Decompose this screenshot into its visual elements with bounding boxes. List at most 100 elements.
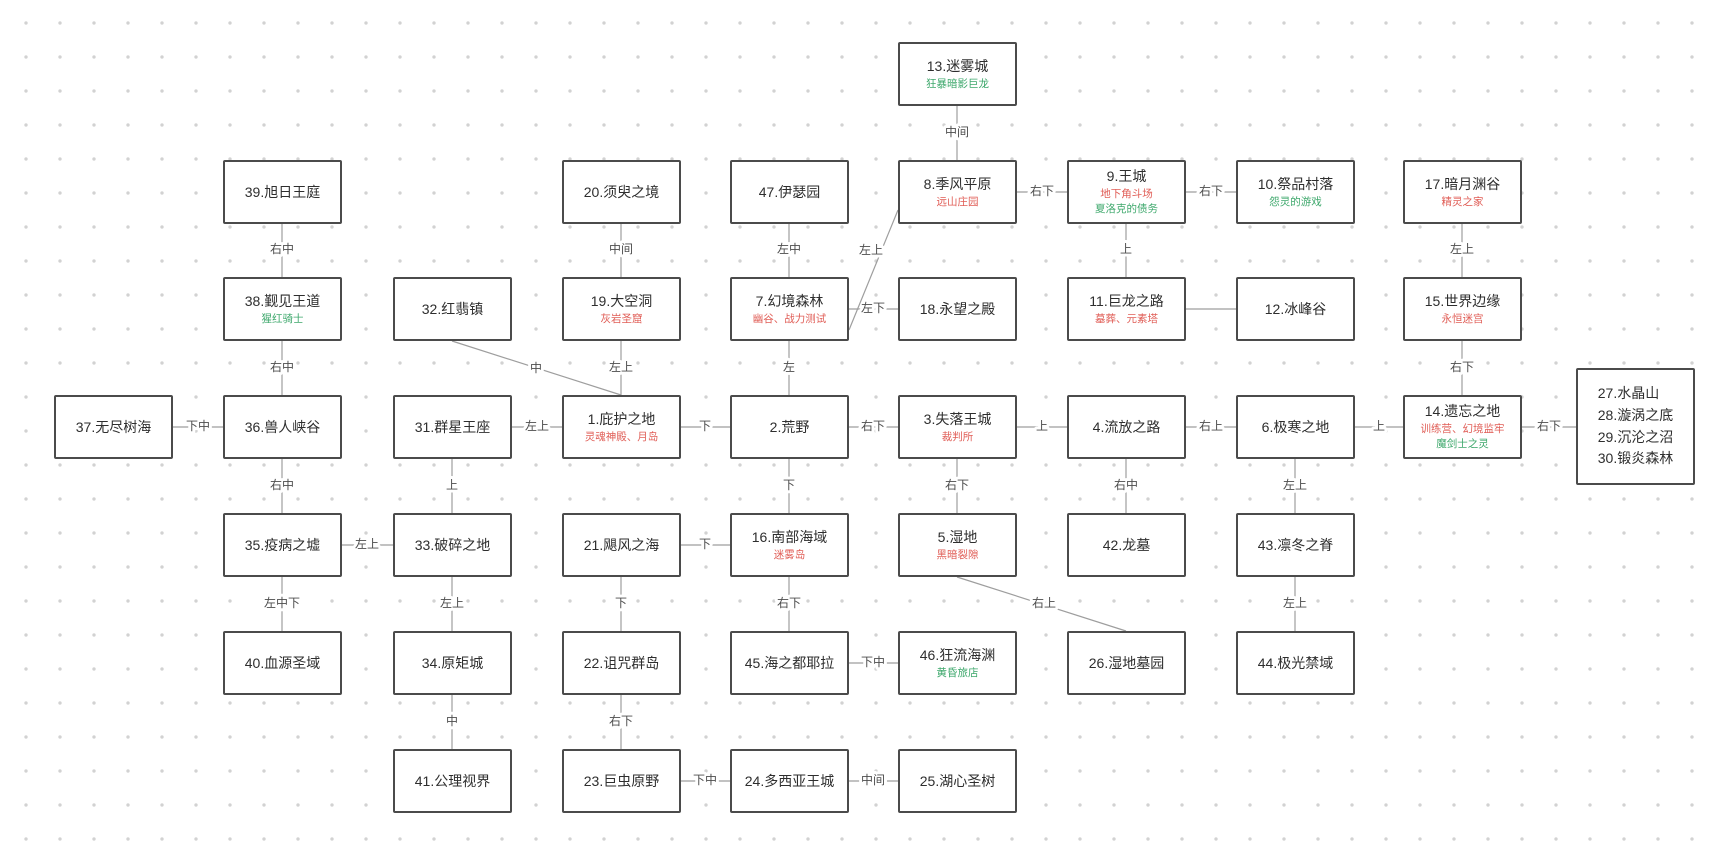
node-title-line: 29.沉沦之沼 [1597,428,1674,445]
node-title: 43.凛冬之脊 [1257,536,1334,553]
map-node-25[interactable]: 25.湖心圣树 [898,749,1017,813]
map-node-34[interactable]: 34.原矩城 [393,631,512,695]
map-node-37[interactable]: 37.无尽树海 [54,395,173,459]
map-node-26[interactable]: 26.湿地墓园 [1067,631,1186,695]
edge-label-17-15: 左上 [1450,241,1474,256]
node-title: 36.兽人峡谷 [244,418,321,435]
node-title: 16.南部海域 [751,528,828,545]
map-node-2[interactable]: 2.荒野 [730,395,849,459]
edge-label-39-38: 右中 [270,241,294,256]
node-subtitle: 黄昏旅店 [936,666,979,679]
map-node-20[interactable]: 20.须臾之境 [562,160,681,224]
node-subtitle: 黑暗裂隙 [936,548,979,561]
node-title: 26.湿地墓园 [1088,654,1165,671]
node-title: 17.暗月渊谷 [1424,175,1501,192]
node-title: 42.龙墓 [1102,536,1151,553]
map-node-21[interactable]: 21.飓风之海 [562,513,681,577]
edge-label-14-27-30: 右下 [1537,418,1561,433]
map-node-13[interactable]: 13.迷雾城狂暴暗影巨龙 [898,42,1017,106]
edge-label-34-41: 中 [446,713,458,728]
edge-label-8-7: 左上 [859,242,883,257]
map-node-3[interactable]: 3.失落王城裁判所 [898,395,1017,459]
node-title: 37.无尽树海 [75,418,152,435]
map-node-11[interactable]: 11.巨龙之路墓葬、元素塔 [1067,277,1186,341]
node-title: 4.流放之路 [1092,418,1161,435]
map-node-43[interactable]: 43.凛冬之脊 [1236,513,1355,577]
edge-label-33-34: 左上 [440,595,464,610]
edge-label-4-42: 右中 [1114,477,1138,492]
node-title: 25.湖心圣树 [919,772,996,789]
node-title: 2.荒野 [769,418,810,435]
edge-label-16-45: 右下 [777,595,801,610]
map-node-17[interactable]: 17.暗月渊谷精灵之家 [1403,160,1522,224]
edge-line-32-1[interactable] [451,340,622,396]
node-title: 38.觐见王道 [244,292,321,309]
map-node-41[interactable]: 41.公理视界 [393,749,512,813]
node-title: 10.祭品村落 [1257,175,1334,192]
node-title: 5.湿地 [937,528,978,545]
node-subtitle: 墓葬、元素塔 [1095,312,1158,325]
edge-label-35-33: 左上 [355,536,379,551]
map-node-35[interactable]: 35.疫病之墟 [223,513,342,577]
map-node-18[interactable]: 18.永望之殿 [898,277,1017,341]
map-node-16[interactable]: 16.南部海域迷雾岛 [730,513,849,577]
map-node-36[interactable]: 36.兽人峡谷 [223,395,342,459]
edge-label-2-16: 下 [783,478,795,492]
map-node-47[interactable]: 47.伊瑟园 [730,160,849,224]
map-node-46[interactable]: 46.狂流海渊黄昏旅店 [898,631,1017,695]
map-node-19[interactable]: 19.大空洞灰岩圣窟 [562,277,681,341]
map-node-5[interactable]: 5.湿地黑暗裂隙 [898,513,1017,577]
map-node-39[interactable]: 39.旭日王庭 [223,160,342,224]
node-title: 45.海之都耶拉 [744,654,835,671]
node-title: 21.飓风之海 [583,536,660,553]
node-subtitle: 幽谷、战力测试 [752,312,827,325]
map-node-9[interactable]: 9.王城地下角斗场夏洛克的债务 [1067,160,1186,224]
map-node-23[interactable]: 23.巨虫原野 [562,749,681,813]
map-node-6[interactable]: 6.极寒之地 [1236,395,1355,459]
node-title: 8.季风平原 [923,175,992,192]
map-node-44[interactable]: 44.极光禁域 [1236,631,1355,695]
map-node-32[interactable]: 32.红翡镇 [393,277,512,341]
map-node-33[interactable]: 33.破碎之地 [393,513,512,577]
map-node-10[interactable]: 10.祭品村落怨灵的游戏 [1236,160,1355,224]
node-title: 19.大空洞 [590,292,653,309]
node-title: 32.红翡镇 [421,300,484,317]
node-title: 35.疫病之墟 [244,536,321,553]
map-node-12[interactable]: 12.冰峰谷 [1236,277,1355,341]
node-title: 31.群星王座 [414,418,491,435]
node-title: 33.破碎之地 [414,536,491,553]
node-subtitle: 魔剑士之灵 [1436,438,1489,451]
map-node-45[interactable]: 45.海之都耶拉 [730,631,849,695]
node-title: 1.庇护之地 [587,410,656,427]
map-node-8[interactable]: 8.季风平原远山庄园 [898,160,1017,224]
node-title: 39.旭日王庭 [244,183,321,200]
map-node-22[interactable]: 22.诅咒群岛 [562,631,681,695]
map-node-38[interactable]: 38.觐见王道猩红骑士 [223,277,342,341]
map-node-4[interactable]: 4.流放之路 [1067,395,1186,459]
edge-label-5-26: 右上 [1032,595,1056,610]
node-title: 34.原矩城 [421,654,484,671]
edge-label-4-6: 右上 [1199,418,1223,433]
edge-line-8-7[interactable] [848,209,899,331]
map-node-31[interactable]: 31.群星王座 [393,395,512,459]
map-node-14[interactable]: 14.遗忘之地训练营、幻境监牢魔剑士之灵 [1403,395,1522,459]
node-title: 40.血源圣域 [244,654,321,671]
edge-label-15-14: 右下 [1450,359,1474,374]
map-node-42[interactable]: 42.龙墓 [1067,513,1186,577]
edge-line-5-26[interactable] [956,576,1127,632]
map-node-40[interactable]: 40.血源圣域 [223,631,342,695]
edge-label-7-18: 左下 [861,300,885,315]
node-subtitle: 夏洛克的债务 [1095,203,1158,216]
map-node-15[interactable]: 15.世界边缘永恒迷宫 [1403,277,1522,341]
node-subtitle: 远山庄园 [936,195,979,208]
map-node-7[interactable]: 7.幻境森林幽谷、战力测试 [730,277,849,341]
edge-label-3-5: 右下 [945,477,969,492]
map-node-1[interactable]: 1.庇护之地灵魂神殿、月岛 [562,395,681,459]
node-title: 7.幻境森林 [755,292,824,309]
node-title: 18.永望之殿 [919,300,996,317]
map-node-24[interactable]: 24.多西亚王城 [730,749,849,813]
edge-label-32-1: 中 [530,360,542,375]
